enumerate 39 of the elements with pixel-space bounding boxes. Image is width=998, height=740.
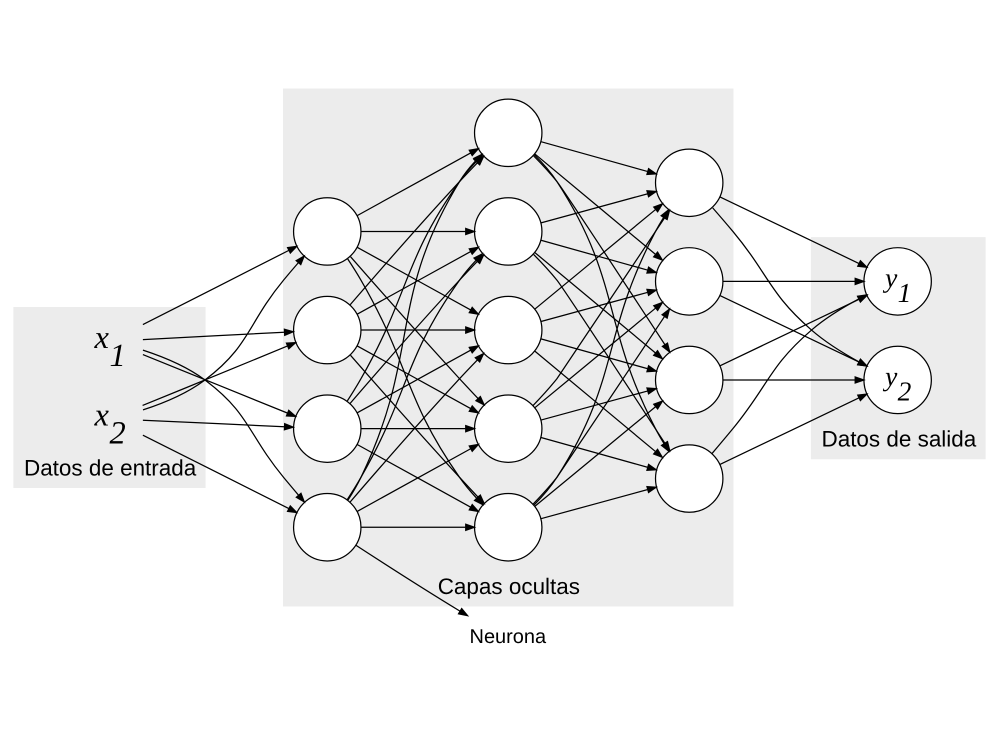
node-circle: [292, 394, 362, 463]
arrow: [534, 153, 664, 262]
arrow: [360, 326, 476, 334]
arrow: [540, 141, 658, 176]
node-circle: [654, 346, 724, 414]
arrow: [534, 252, 664, 360]
arrow: [360, 228, 476, 236]
node-circle: [292, 296, 362, 364]
arrow: [540, 387, 658, 421]
arrow: [534, 350, 664, 458]
arrow: [355, 544, 469, 617]
arrow: [142, 254, 305, 410]
arrow: [540, 240, 658, 274]
node-circle: [654, 444, 724, 513]
node-circle: [654, 247, 724, 316]
arrow: [534, 202, 664, 310]
arrow: [540, 190, 658, 224]
node-circle: [654, 148, 724, 218]
arrow: [534, 400, 664, 507]
arrow: [719, 196, 868, 268]
arrow: [360, 424, 476, 433]
arrow: [534, 301, 664, 408]
arrow: [360, 523, 476, 532]
arrow: [142, 342, 297, 406]
arrow: [722, 376, 866, 384]
arrow: [142, 328, 295, 340]
arrow: [142, 350, 306, 504]
arrow: [142, 246, 298, 326]
arrow: [142, 434, 298, 514]
arrow: [142, 354, 297, 418]
arrow: [540, 436, 658, 471]
node-text: Neurona: [469, 626, 546, 648]
arrow: [142, 420, 295, 431]
arrow: [540, 288, 658, 322]
arrow: [540, 486, 658, 520]
arrow: [356, 148, 480, 216]
arrow: [719, 393, 868, 466]
arrow: [540, 338, 658, 372]
arrow: [722, 277, 866, 286]
